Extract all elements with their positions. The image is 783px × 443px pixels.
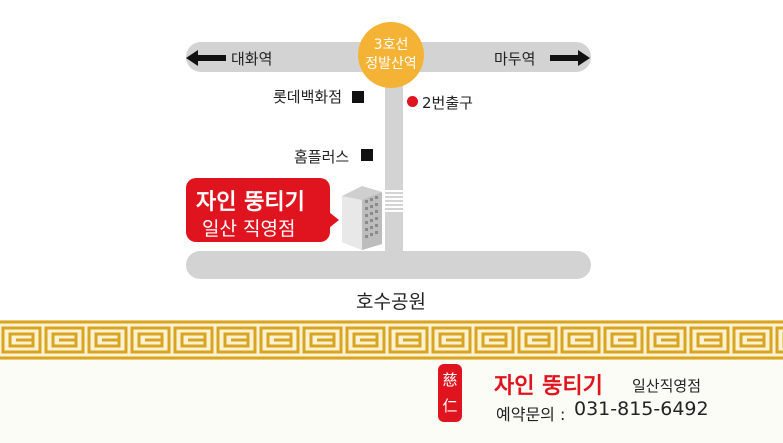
lotte-marker xyxy=(352,91,364,103)
crosswalk xyxy=(385,190,403,212)
lotte-label: 롯데백화점 xyxy=(273,88,343,106)
callout-tail xyxy=(329,212,339,228)
direction-left-label: 대화역 xyxy=(231,50,273,68)
homeplus-marker xyxy=(361,149,373,161)
callout-brand: 자인 뚱티기 xyxy=(196,190,305,215)
exit-label: 2번출구 xyxy=(422,94,473,112)
footer-branch: 일산직영점 xyxy=(632,377,702,395)
store-callout: 자인 뚱티기 일산 직영점 xyxy=(186,178,330,242)
callout-branch: 일산 직영점 xyxy=(202,218,296,240)
station-marker: 3호선 정발산역 xyxy=(358,22,424,88)
station-line: 3호선 xyxy=(373,37,409,53)
direction-right-label: 마두역 xyxy=(494,50,536,68)
footer-brand: 자인 뚱티기 xyxy=(494,374,603,399)
building-icon xyxy=(342,186,382,250)
station-name: 정발산역 xyxy=(365,56,417,72)
phone-label: 예약문의 : xyxy=(496,405,566,424)
decorative-border xyxy=(0,320,783,360)
left-arrow-icon xyxy=(186,50,226,66)
greek-key-pattern xyxy=(0,320,783,360)
phone-number[interactable]: 031-815-6492 xyxy=(574,398,709,420)
exit-marker xyxy=(407,96,418,107)
seal-char-2: 仁 xyxy=(442,397,458,415)
footer-area xyxy=(0,360,783,443)
seal-logo: 慈 仁 xyxy=(438,364,462,422)
right-arrow-icon xyxy=(550,50,590,66)
bottom-road xyxy=(186,251,591,279)
park-label: 호수공원 xyxy=(356,291,426,313)
homeplus-label: 홈플러스 xyxy=(294,148,350,166)
seal-char-1: 慈 xyxy=(442,371,458,389)
